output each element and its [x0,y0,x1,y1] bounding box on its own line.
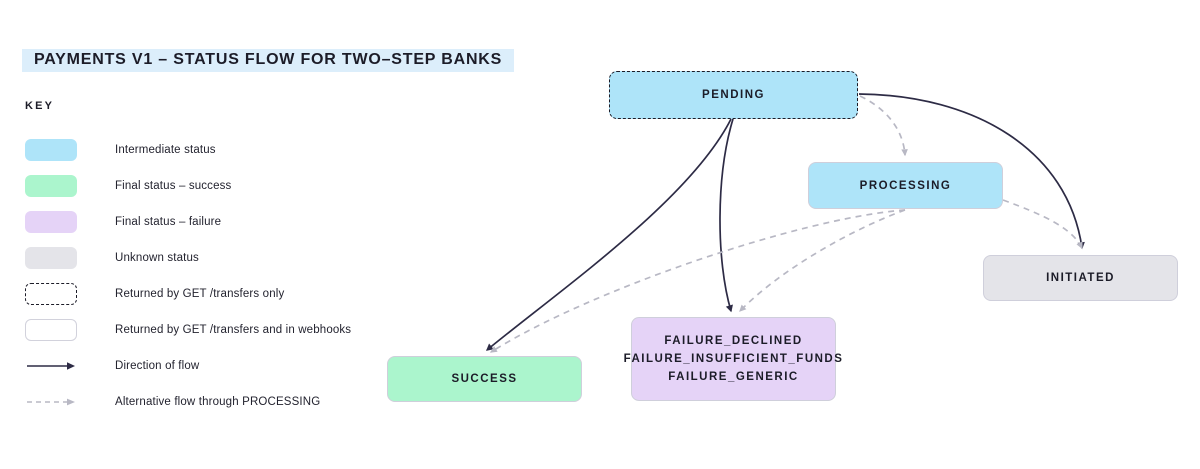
node-label-line-3: FAILURE_GENERIC [668,371,799,383]
node-processing[interactable]: PROCESSING [808,162,1003,209]
legend-item-alternative-flow: Alternative flow through PROCESSING [25,384,445,420]
legend-label: Unknown status [115,252,199,264]
legend-label: Returned by GET /transfers only [115,288,285,300]
swatch-failure-icon [25,211,77,233]
edge-pending-to-processing [859,95,908,157]
legend-item-unknown-status: Unknown status [25,240,445,276]
swatch-intermediate-icon [25,139,77,161]
edge-processing-to-failure [739,209,906,312]
node-label: PROCESSING [859,179,952,192]
edge-pending-to-failure [719,118,734,313]
edge-pending-to-success [485,118,732,351]
legend-label: Final status – success [115,180,232,192]
legend-item-get-transfers-and-webhooks: Returned by GET /transfers and in webhoo… [25,312,445,348]
node-label: INITIATED [1046,272,1115,284]
node-label: PENDING [702,89,765,101]
legend-label: Direction of flow [115,360,200,372]
node-label-line-2: FAILURE_INSUFFICIENT_FUNDS [623,353,844,365]
node-success[interactable]: SUCCESS [387,356,582,402]
legend-label: Alternative flow through PROCESSING [115,396,321,408]
swatch-dashed-border-icon [25,283,77,305]
legend-item-direction-of-flow: Direction of flow [25,348,445,384]
legend-item-get-transfers-only: Returned by GET /transfers only [25,276,445,312]
legend-item-final-success: Final status – success [25,168,445,204]
swatch-success-icon [25,175,77,197]
legend-item-final-failure: Final status – failure [25,204,445,240]
page-title: PAYMENTS V1 – STATUS FLOW FOR TWO–STEP B… [22,49,515,72]
legend-heading: KEY [25,100,55,112]
node-initiated[interactable]: INITIATED [983,255,1178,301]
node-pending[interactable]: PENDING [609,71,858,119]
legend-panel: KEY Intermediate status Final status – s… [25,100,445,420]
swatch-unknown-icon [25,247,77,269]
legend-label: Final status – failure [115,216,222,228]
swatch-solid-border-icon [25,319,77,341]
node-label: SUCCESS [451,373,518,385]
legend-item-intermediate-status: Intermediate status [25,132,445,168]
solid-arrow-icon [25,355,77,377]
legend-label: Returned by GET /transfers and in webhoo… [115,324,352,336]
legend-label: Intermediate status [115,144,216,156]
edge-processing-to-initiated [1002,199,1083,250]
node-label-line-1: FAILURE_DECLINED [664,335,803,347]
dashed-arrow-icon [25,391,77,413]
node-failure[interactable]: FAILURE_DECLINED FAILURE_INSUFFICIENT_FU… [624,317,842,401]
